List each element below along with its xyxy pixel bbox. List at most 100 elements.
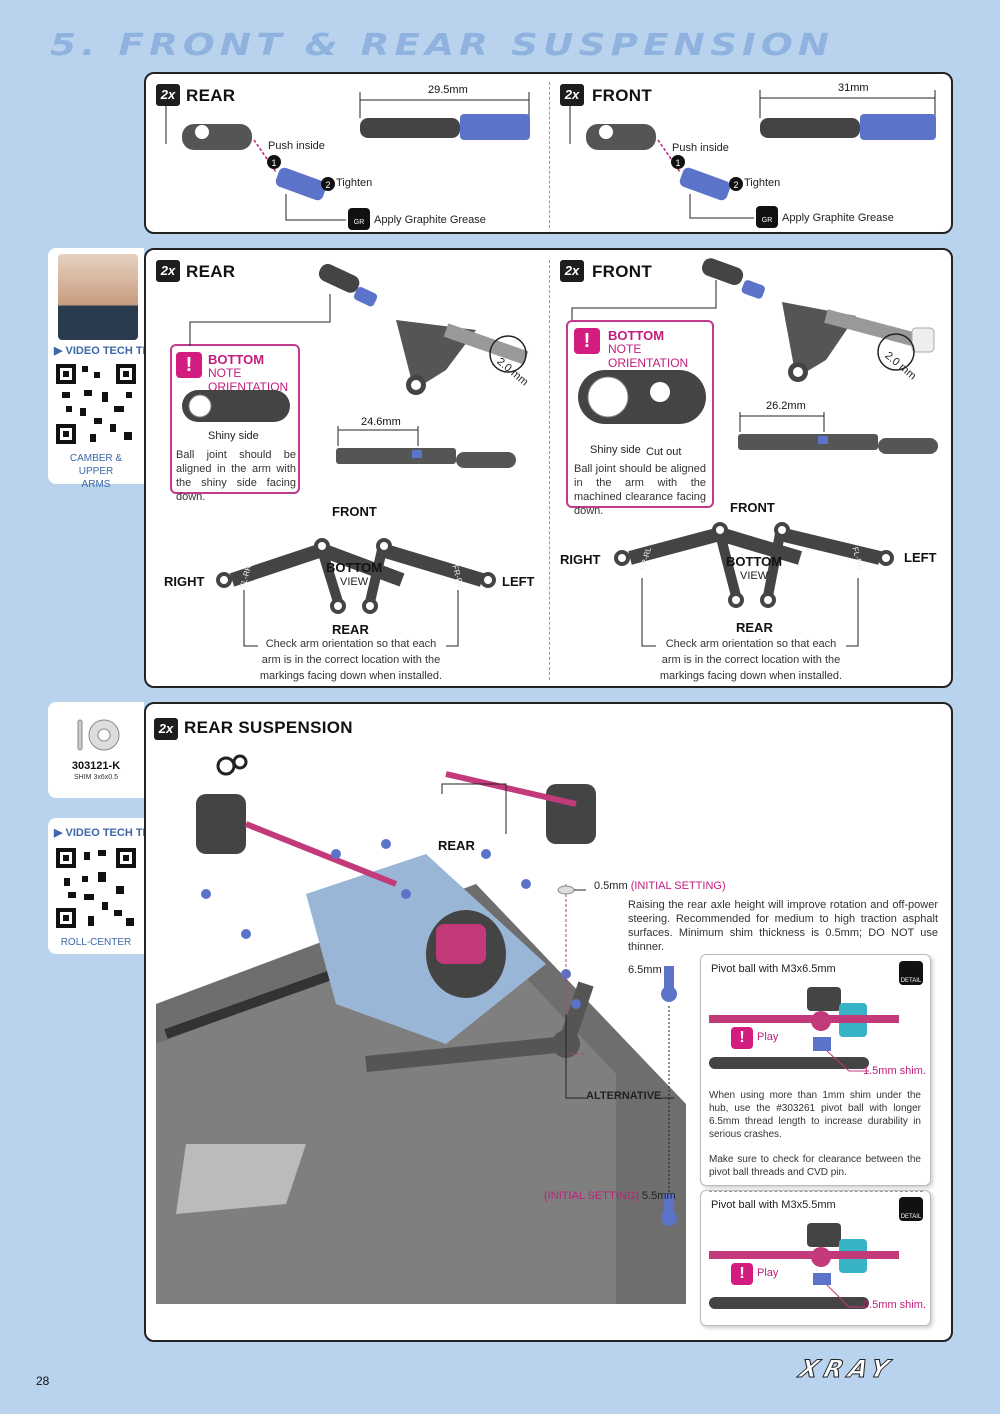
front-grease-label: Apply Graphite Grease [782, 212, 894, 224]
detail-icon: DETAIL [899, 961, 923, 985]
front-heading: FRONT [592, 262, 653, 281]
standard-pivot-label: (INITIAL SETTING) 5.5mm [544, 1190, 676, 1202]
qr-code-icon[interactable] [54, 362, 138, 446]
video-tech-tip-card[interactable]: ▶ VIDEO TECH TIP CAMBER & UPPER ARMS [48, 248, 153, 490]
video-tech-tip-label[interactable]: ▶ VIDEO TECH TIP [54, 345, 153, 357]
alternative-label: ALTERNATIVE [586, 1090, 662, 1102]
quantity-badge: 2x [560, 84, 584, 106]
detail-drawing-6-5mm [709, 987, 899, 1072]
rear-length-label: 29.5mm [428, 84, 468, 96]
panel-arm-orientation: 2x REAR ! BOTTOM NOTE ORIENTATION Shiny … [144, 248, 953, 688]
detail-title: Pivot ball with M3x6.5mm [711, 963, 836, 975]
panel-rear-suspension: 2x REAR SUSPENSION REAR 0.5mm [144, 702, 953, 1342]
right-direction-label: RIGHT [164, 574, 205, 589]
front-heading: FRONT [592, 86, 653, 105]
grease-icon-label: GR [354, 219, 365, 226]
play-icon: ▶ [54, 827, 63, 839]
video-tip-caption: ROLL-CENTER [60, 937, 132, 948]
play-icon: ▶ [54, 345, 63, 357]
front-rod-end-bottom-view [578, 370, 706, 424]
warning-icon: ! [731, 1027, 753, 1049]
alternative-pivot-size: 6.5mm [628, 964, 662, 976]
pivot-ball-variants [661, 966, 677, 1226]
part-number: 303121-K [71, 760, 121, 772]
left-direction-label: LEFT [904, 550, 937, 565]
shim-thickness-label: 0.5mm shim. [863, 1299, 926, 1311]
front-bottom-note: ! BOTTOM NOTE ORIENTATION Shiny side Cut… [566, 320, 714, 517]
shim-thickness-label: 1.5mm shim. [863, 1065, 926, 1077]
rear-suspension-heading: REAR SUSPENSION [184, 718, 353, 737]
rear-heading: REAR [186, 86, 236, 105]
step-number-2: 2 [325, 180, 330, 190]
quantity-badge: 2x [560, 260, 584, 282]
rod-end-part [182, 124, 252, 150]
orientation-instructions: Check arm orientation so that each arm i… [659, 638, 843, 682]
rear-arms-bottom-view [216, 538, 496, 614]
front-push-inside-label: Push inside [672, 142, 729, 154]
rear-direction-label: REAR [332, 622, 369, 637]
shim-size-label: 0.5mm (INITIAL SETTING) [594, 880, 726, 892]
front-length-label: 31mm [838, 82, 869, 94]
detail-text-2: Make sure to check for clearance between… [709, 1154, 921, 1178]
detail-title: Pivot ball with M3x5.5mm [711, 1199, 836, 1211]
orientation-leader-lines [243, 590, 459, 647]
shim-icon [77, 719, 120, 751]
step-number-1: 1 [675, 158, 680, 168]
front-tighten-label: Tighten [744, 177, 781, 189]
grease-icon [348, 208, 370, 230]
alternative-leader [565, 1014, 674, 1099]
right-direction-label: RIGHT [560, 552, 601, 567]
rear-ball-joint-drawing: 1 2 GR [165, 92, 530, 230]
initial-setting-label: (INITIAL SETTING) [630, 880, 726, 892]
view-label: VIEW [740, 570, 769, 582]
pivot-detail-5-5mm: Pivot ball with M3x5.5mm DETAIL ! Play 0… [700, 1190, 931, 1326]
panel-ball-joints: 2x REAR 29.5mm Push inside Tighten Apply… [144, 72, 953, 234]
blue-threaded-part [275, 167, 327, 201]
front-arm-length-label: 26.2mm [766, 400, 806, 412]
rear-suspension-assembly-drawing [156, 754, 686, 1304]
rear-bottom-note: ! BOTTOM NOTE ORIENTATION Shiny side Bal… [170, 344, 300, 503]
presenter-photo [58, 254, 138, 340]
video-tech-tip-card[interactable]: ▶ VIDEO TECH TIP ROLL-CENTER [48, 818, 153, 954]
panel-divider [549, 82, 550, 228]
detail-drawing-5-5mm [709, 1223, 899, 1309]
rear-arm-side-drawing [336, 426, 516, 468]
shiny-side-label: Shiny side [590, 444, 641, 456]
rear-arm-assembly-drawing [189, 263, 529, 395]
pivot-detail-6-5mm: Pivot ball with M3x6.5mm DETAIL ! Play 1… [700, 954, 931, 1186]
warning-icon: ! [731, 1263, 753, 1285]
rear-direction-label: REAR [736, 620, 773, 635]
grease-icon [756, 206, 778, 228]
front-arm-assembly-drawing [571, 258, 935, 382]
quantity-badge: 2x [154, 718, 178, 740]
detail-icon: DETAIL [899, 1197, 923, 1221]
brand-logo: XRAY [796, 1355, 899, 1384]
view-label: VIEW [340, 576, 369, 588]
play-label: Play [757, 1031, 779, 1043]
note-title: BOTTOM [608, 328, 665, 343]
detail-text-1: When using more than 1mm shim under the … [709, 1090, 921, 1140]
blue-ball-stud [460, 114, 530, 140]
orientation-leader-lines [641, 578, 859, 647]
warning-icon: ! [176, 352, 202, 378]
rear-direction-label: REAR [438, 838, 475, 853]
front-arm-side-drawing [738, 412, 938, 454]
step-number-2: 2 [733, 180, 738, 190]
rear-tighten-label: Tighten [336, 177, 373, 189]
shim-marker [557, 885, 586, 895]
video-tech-tip-label[interactable]: ▶ VIDEO TECH TIP [54, 827, 153, 839]
note-text: Ball joint should be aligned in the arm … [176, 449, 296, 503]
shim-description: Raising the rear axle height will improv… [628, 899, 938, 953]
play-label: Play [757, 1267, 779, 1279]
front-direction-label: FRONT [332, 504, 377, 519]
qr-code-icon[interactable] [54, 846, 138, 930]
step-number-1: 1 [271, 158, 276, 168]
note-title: BOTTOM [208, 352, 265, 367]
part-description: SHIM 3x6x0.5 [74, 774, 118, 781]
rod-end-bottom-view [182, 390, 290, 422]
rear-grease-label: Apply Graphite Grease [374, 214, 486, 226]
page-title: 5. FRONT & REAR SUSPENSION [50, 28, 835, 63]
rear-heading: REAR [186, 262, 236, 281]
shiny-side-label: Shiny side [208, 430, 259, 442]
warning-icon: ! [574, 328, 600, 354]
